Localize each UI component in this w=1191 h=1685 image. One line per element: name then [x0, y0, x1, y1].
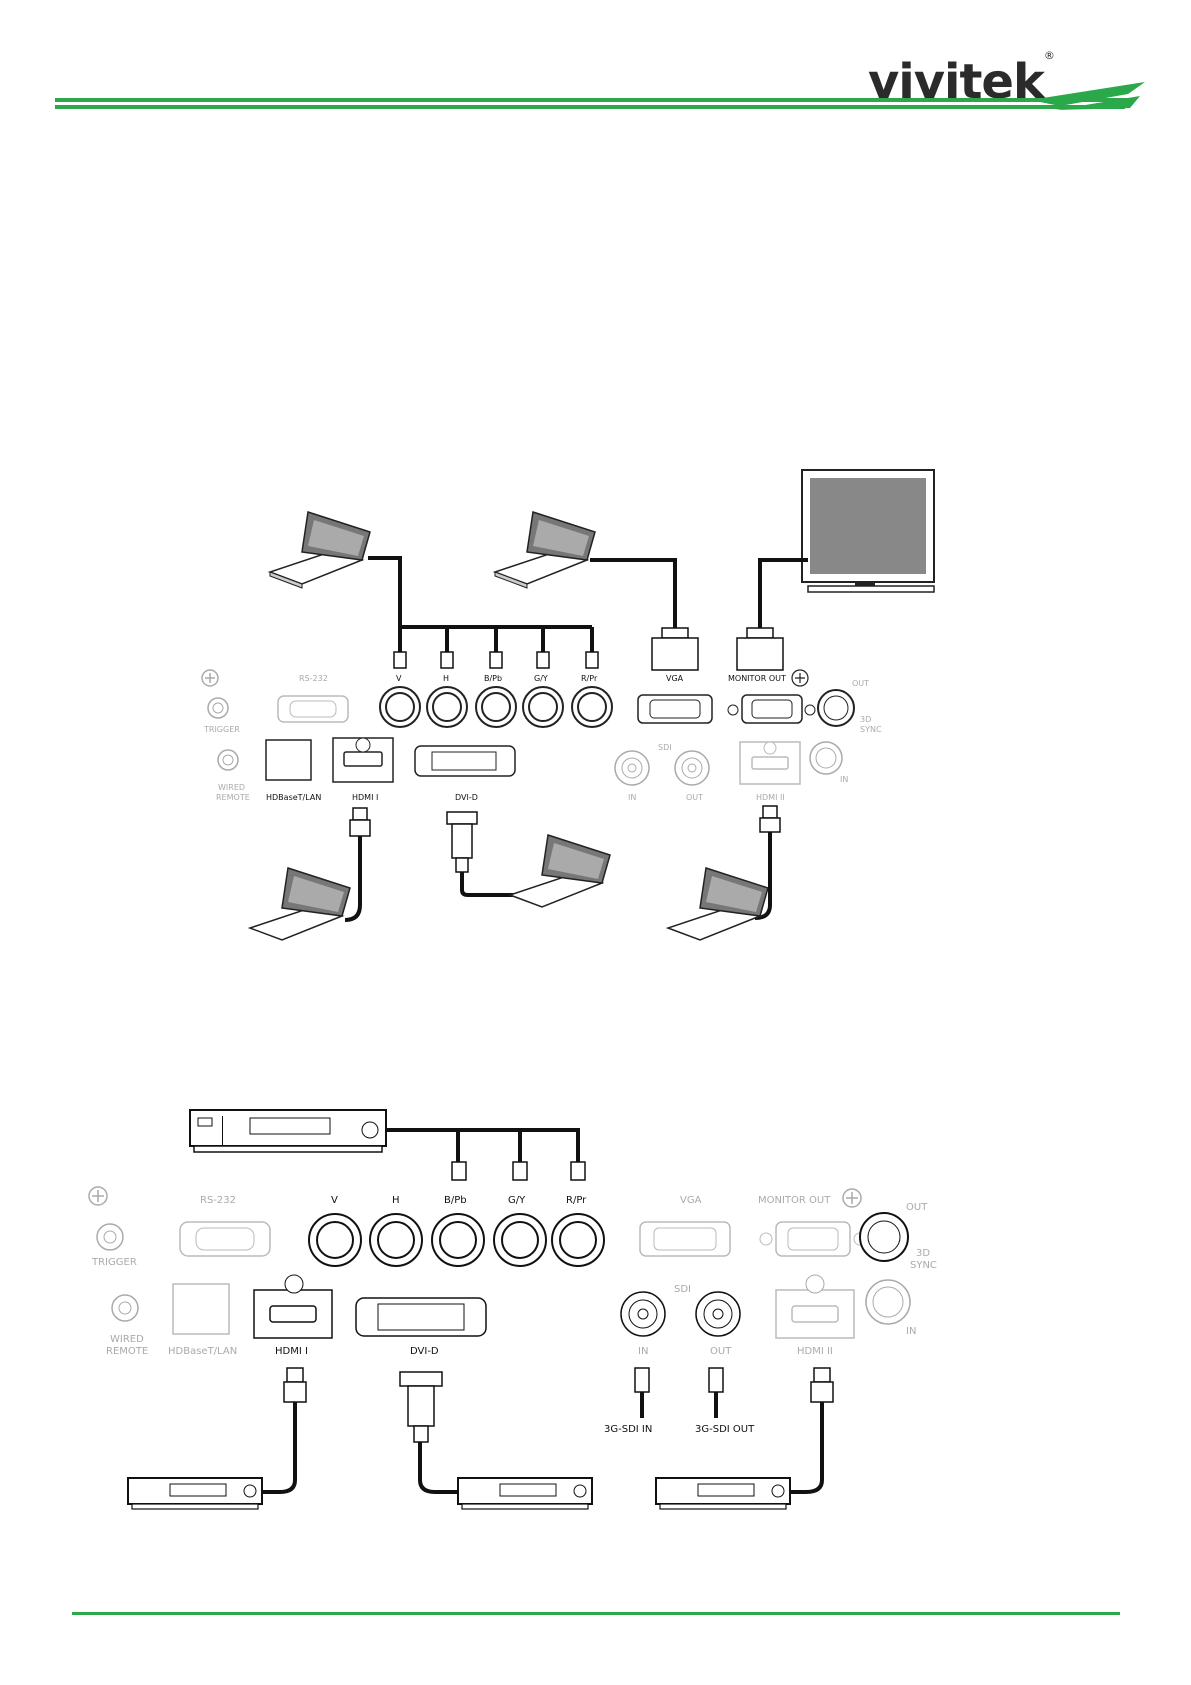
sdi-label: SDI [674, 1284, 691, 1295]
bnc-bpb-label: B/Pb [444, 1195, 467, 1206]
hdmi2-port [776, 1275, 854, 1338]
sync-3d-label: 3D [916, 1248, 930, 1259]
bnc-gy-label: G/Y [508, 1195, 526, 1206]
hdmi1-label: HDMI I [275, 1346, 308, 1357]
out-label: OUT [906, 1202, 928, 1213]
monitor-out-label: MONITOR OUT [758, 1195, 831, 1206]
hdbaset-label: HDBaseT/LAN [168, 1346, 237, 1357]
video-player-icon [458, 1478, 592, 1509]
bnc-plugs [635, 1368, 723, 1392]
trigger-label: TRIGGER [91, 1257, 137, 1268]
monitor-out-port [760, 1222, 866, 1256]
cable-lines [386, 1130, 578, 1162]
wired-remote-jack [112, 1295, 138, 1321]
sdi-in-label: IN [638, 1346, 648, 1357]
hdbaset-port [173, 1284, 229, 1334]
dvid-port [356, 1298, 486, 1336]
bnc-rpr-label: R/Pr [566, 1195, 587, 1206]
hdmi2-label: HDMI II [797, 1346, 833, 1357]
vga-label: VGA [680, 1195, 702, 1206]
hdmi-plug [284, 1368, 833, 1402]
footer-rule [72, 1612, 1120, 1615]
video-player-icon [190, 1110, 386, 1152]
in-socket [866, 1280, 910, 1324]
rs232-label: RS-232 [200, 1195, 236, 1206]
wired-label: WIRED [110, 1334, 144, 1345]
sdi-in-socket [621, 1292, 665, 1336]
video-player-icon [656, 1478, 790, 1509]
bnc-v-label: V [331, 1195, 338, 1206]
bnc-plugs [452, 1162, 585, 1180]
sdi-in-cable-label: 3G-SDI IN [604, 1424, 652, 1435]
sdi-out-cable-label: 3G-SDI OUT [695, 1424, 755, 1435]
bnc-h-label: H [392, 1195, 400, 1206]
in-label: IN [906, 1326, 916, 1337]
bnc-sockets-grey [309, 1214, 604, 1266]
connection-diagram-2: RS-232 TRIGGER WIRED REMOTE HDBaseT/LAN … [0, 0, 1191, 1600]
hdmi1-port [254, 1275, 332, 1338]
sync-label: SYNC [910, 1260, 937, 1271]
screw-icon [89, 1187, 107, 1205]
rs232-port [180, 1222, 270, 1256]
video-player-icon [128, 1478, 262, 1509]
vga-port [640, 1222, 730, 1256]
sdi-out-label: OUT [710, 1346, 732, 1357]
sync-out-socket [860, 1213, 908, 1261]
dvid-label: DVI-D [410, 1346, 439, 1357]
trigger-jack [97, 1224, 123, 1250]
sdi-out-socket [696, 1292, 740, 1336]
dvi-plug [400, 1372, 442, 1442]
screw-icon [843, 1189, 861, 1207]
remote-label: REMOTE [106, 1346, 148, 1357]
